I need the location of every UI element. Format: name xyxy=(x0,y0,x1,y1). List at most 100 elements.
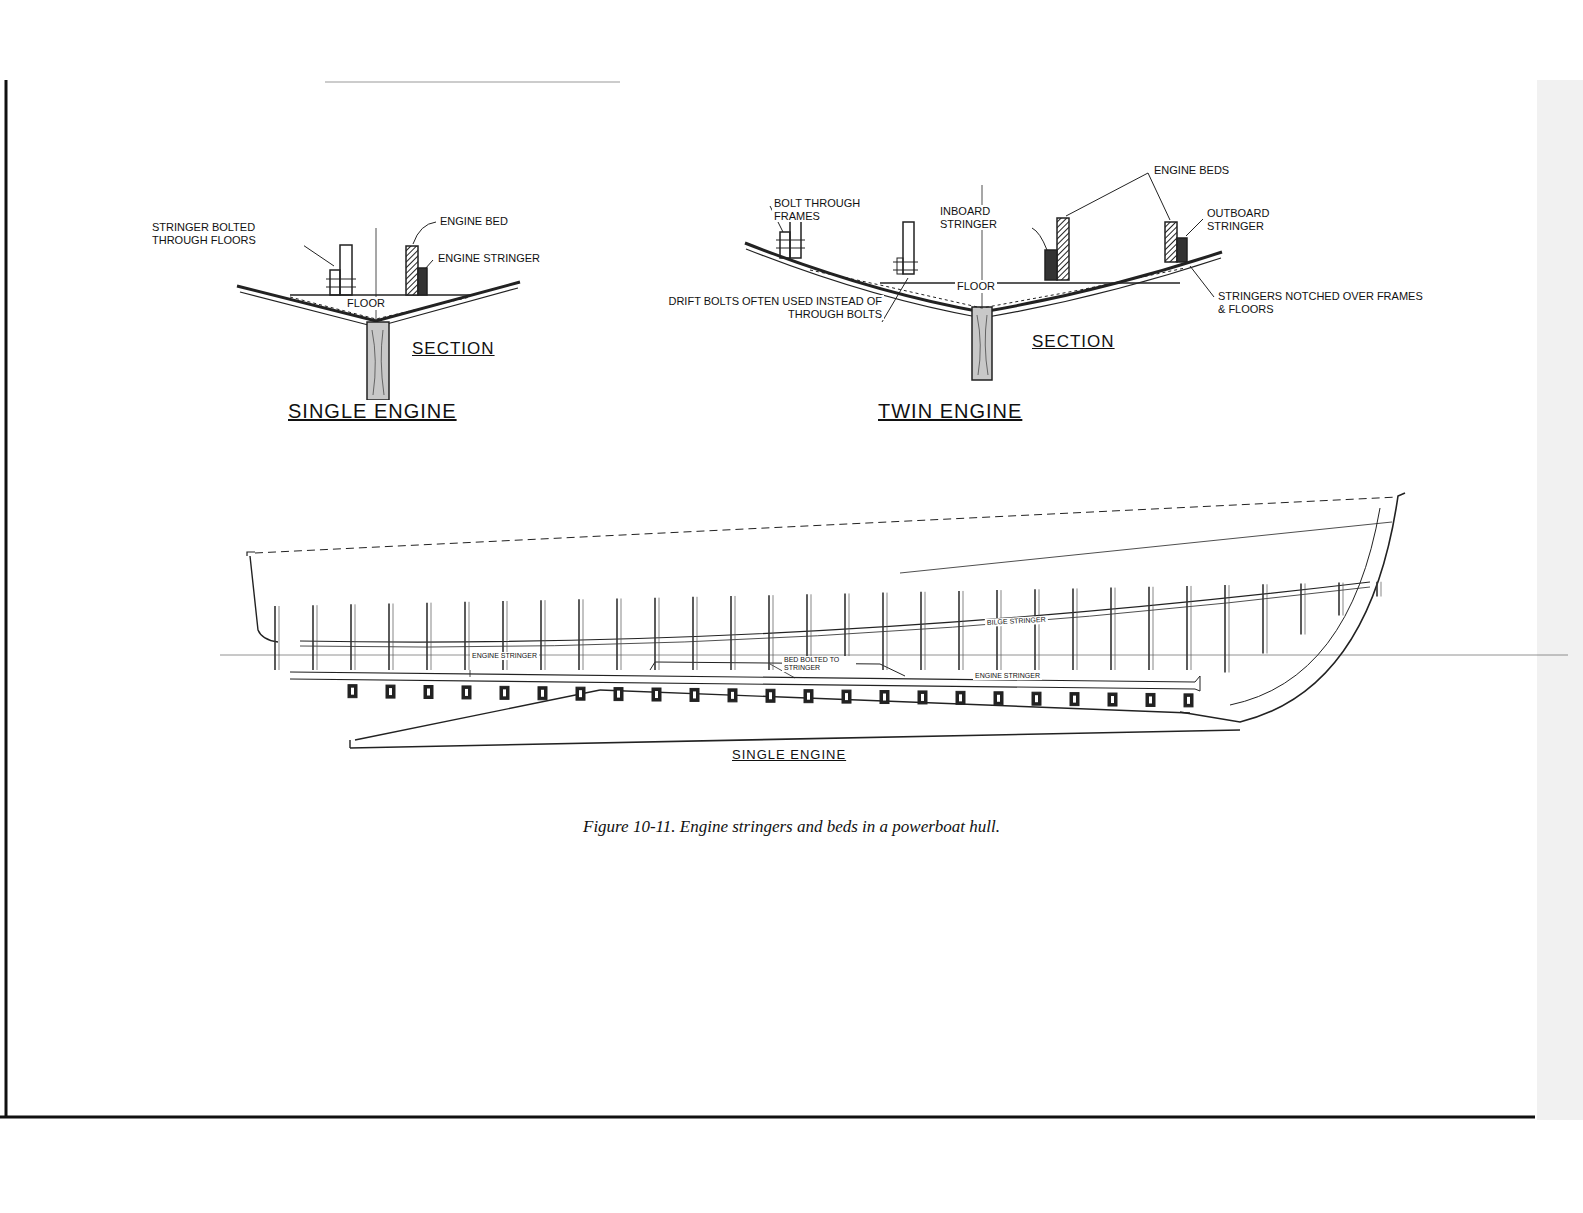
floor-block xyxy=(424,686,433,699)
frame-line xyxy=(730,596,732,670)
frame-line xyxy=(882,593,884,670)
twin-engine-section xyxy=(897,258,903,274)
floor-block xyxy=(921,694,924,701)
frame-line xyxy=(1267,584,1268,653)
frame-line xyxy=(1381,582,1382,597)
frame-line xyxy=(920,592,922,670)
floor-block xyxy=(538,687,547,700)
floor-block xyxy=(997,695,1000,702)
hull-profile xyxy=(220,655,1568,656)
single-engine-section xyxy=(240,288,518,327)
twin-engine-section xyxy=(972,307,992,380)
floor-block xyxy=(1187,697,1190,704)
page-frame xyxy=(1537,80,1583,1120)
twin-engine-section xyxy=(893,262,918,263)
floor-block xyxy=(769,692,772,699)
frame-line xyxy=(697,597,698,670)
twin-engine-section xyxy=(1186,219,1203,236)
frame-line xyxy=(317,605,318,670)
part-label: INBOARD STRINGER xyxy=(938,205,1027,230)
hull-profile xyxy=(470,670,471,677)
part-label: ENGINE BEDS xyxy=(1152,164,1231,177)
frame-line xyxy=(958,591,960,670)
twin-engine-section xyxy=(893,270,918,271)
floor-block xyxy=(1108,693,1117,706)
frame-line xyxy=(279,606,280,670)
frame-line xyxy=(1305,583,1306,634)
twin-engine-section xyxy=(1057,218,1069,280)
floor-block xyxy=(351,688,354,695)
part-label: ENGINE STRINGER xyxy=(436,252,542,265)
floor-block xyxy=(845,693,848,700)
single-engine-section xyxy=(406,246,418,295)
floor-block xyxy=(503,689,506,696)
frame-line xyxy=(393,603,394,670)
frame-line xyxy=(1191,586,1192,670)
single-engine-section xyxy=(290,297,470,319)
floor-block xyxy=(1032,692,1041,705)
frame-line xyxy=(735,596,736,670)
frame-line xyxy=(1110,588,1112,670)
frame-line xyxy=(545,600,546,670)
single-engine-section xyxy=(413,222,436,244)
floor-block xyxy=(918,691,927,704)
frame-line xyxy=(1376,582,1378,597)
floor-block xyxy=(576,687,585,700)
floor-block xyxy=(1111,696,1114,703)
floor-block xyxy=(766,689,775,702)
single-engine-section xyxy=(367,322,389,400)
floor-block xyxy=(1146,693,1155,706)
floor-block xyxy=(500,686,509,699)
single-engine-section xyxy=(425,260,433,269)
hull-profile xyxy=(349,740,350,748)
part-label: FLOOR xyxy=(345,297,387,310)
frame-line xyxy=(1039,589,1040,670)
twin-engine-section xyxy=(776,248,805,249)
single-engine-section xyxy=(326,287,356,288)
frame-line xyxy=(1077,588,1078,670)
floor-block xyxy=(994,692,1003,705)
frame-line xyxy=(1262,584,1264,653)
page-frame xyxy=(5,80,8,1118)
frame-line xyxy=(1115,588,1116,670)
part-label: BILGE STRINGER xyxy=(985,616,1048,627)
floor-block xyxy=(1073,696,1076,703)
frame-line xyxy=(925,592,926,670)
frame-line xyxy=(1224,585,1226,672)
frame-line xyxy=(583,599,584,670)
hull-profile xyxy=(250,556,278,642)
hull-profile xyxy=(255,497,1398,553)
twin-engine-section xyxy=(1165,222,1177,262)
part-label: ENGINE BED xyxy=(438,215,510,228)
frame-line xyxy=(996,590,998,670)
hull-profile xyxy=(300,582,1370,642)
twin-engine-section xyxy=(1066,173,1148,216)
hull-profile xyxy=(350,730,1240,748)
view-title: SINGLE ENGINE xyxy=(286,400,459,423)
frame-line xyxy=(1148,587,1150,670)
part-label: ENGINE STRINGER xyxy=(973,672,1042,680)
page-frame xyxy=(0,1116,1535,1119)
frame-line xyxy=(1034,589,1036,670)
floor-block xyxy=(427,689,430,696)
single-engine-section xyxy=(237,222,520,400)
frame-line xyxy=(963,591,964,670)
single-engine-section xyxy=(330,270,340,295)
floor-block xyxy=(1184,694,1193,707)
part-label: BED BOLTED TO STRINGER xyxy=(782,656,856,672)
hull-profile xyxy=(900,522,1392,573)
floor-block xyxy=(655,691,658,698)
frame-line xyxy=(274,606,276,670)
frame-line xyxy=(1072,588,1074,670)
floor-block xyxy=(880,691,889,704)
floor-block xyxy=(1035,695,1038,702)
part-label: DRIFT BOLTS OFTEN USED INSTEAD OF THROUG… xyxy=(640,295,884,320)
floor-block xyxy=(959,694,962,701)
floor-block xyxy=(465,689,468,696)
part-label: STRINGERS NOTCHED OVER FRAMES & FLOORS xyxy=(1216,290,1435,315)
twin-engine-section xyxy=(776,240,805,241)
frame-line xyxy=(1153,587,1154,670)
floor-block xyxy=(728,689,737,702)
